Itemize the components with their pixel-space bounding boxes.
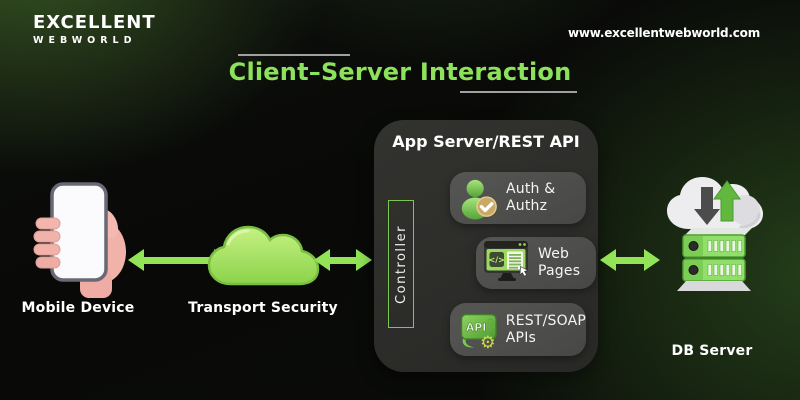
svg-text:API: API <box>466 320 486 333</box>
service-web-line2: Pages <box>538 263 581 279</box>
controller-label: Controller <box>393 224 409 304</box>
brand-logo-line2: WEBWORLD <box>33 35 137 46</box>
mobile-device-illustration <box>28 170 132 298</box>
svg-text:</>: </> <box>489 256 505 265</box>
arrowhead-right-icon <box>644 249 660 271</box>
service-rest-soap-label: REST/SOAP APIs <box>506 313 586 346</box>
app-server-panel: App Server/REST API Controller Auth & Au… <box>374 120 598 372</box>
brand-logo-line1: EXCELLENT <box>33 12 156 33</box>
green-cloud-icon <box>207 225 320 286</box>
title-decor-line-top <box>238 54 350 56</box>
arrowhead-left-icon <box>314 249 330 271</box>
brand-logo: EXCELLENT WEBWORLD <box>33 14 156 46</box>
hand-holding-phone-icon <box>33 182 126 298</box>
arrowhead-left-icon <box>128 249 144 271</box>
service-web-pages: </> Web Pages <box>476 237 596 289</box>
arrow-transport-appserver <box>314 249 372 271</box>
cloud-database-icon <box>667 177 763 291</box>
arrowhead-left-icon <box>600 249 616 271</box>
page-title: Client–Server Interaction <box>228 58 572 86</box>
api-gear-icon: API ⚙ ⚙ <box>460 313 497 352</box>
user-check-icon <box>461 179 497 220</box>
service-rest-line2: APIs <box>505 329 537 346</box>
service-web-pages-label: Web Pages <box>538 246 580 279</box>
transport-security-label: Transport Security <box>188 300 338 316</box>
arrow-shaft <box>616 256 644 264</box>
service-auth-label: Auth & Authz <box>506 181 555 214</box>
service-rest-soap: API ⚙ ⚙ REST/SOAP APIs <box>450 303 586 356</box>
controller-box: Controller <box>388 200 414 328</box>
service-auth-line2: Authz <box>506 198 548 214</box>
code-monitor-icon: </> <box>484 241 529 281</box>
service-web-line1: Web <box>538 246 570 263</box>
app-server-title: App Server/REST API <box>392 132 580 151</box>
db-server-illustration <box>655 163 770 295</box>
arrowhead-right-icon <box>356 249 372 271</box>
service-auth-line1: Auth & <box>506 181 556 198</box>
db-server-label: DB Server <box>671 343 753 359</box>
arrow-appserver-db <box>600 249 660 271</box>
small-gear-glyph: ⚙ <box>486 317 495 328</box>
big-gear-glyph: ⚙ <box>480 333 495 352</box>
title-decor-line-bottom <box>460 91 577 93</box>
service-rest-line1: REST/SOAP <box>505 312 586 329</box>
arrow-shaft <box>144 256 214 264</box>
arrow-shaft <box>330 256 356 264</box>
service-auth: Auth & Authz <box>450 172 586 224</box>
transport-security-illustration <box>204 222 324 294</box>
mobile-device-label: Mobile Device <box>21 300 135 316</box>
website-url: www.excellentwebworld.com <box>567 26 760 40</box>
